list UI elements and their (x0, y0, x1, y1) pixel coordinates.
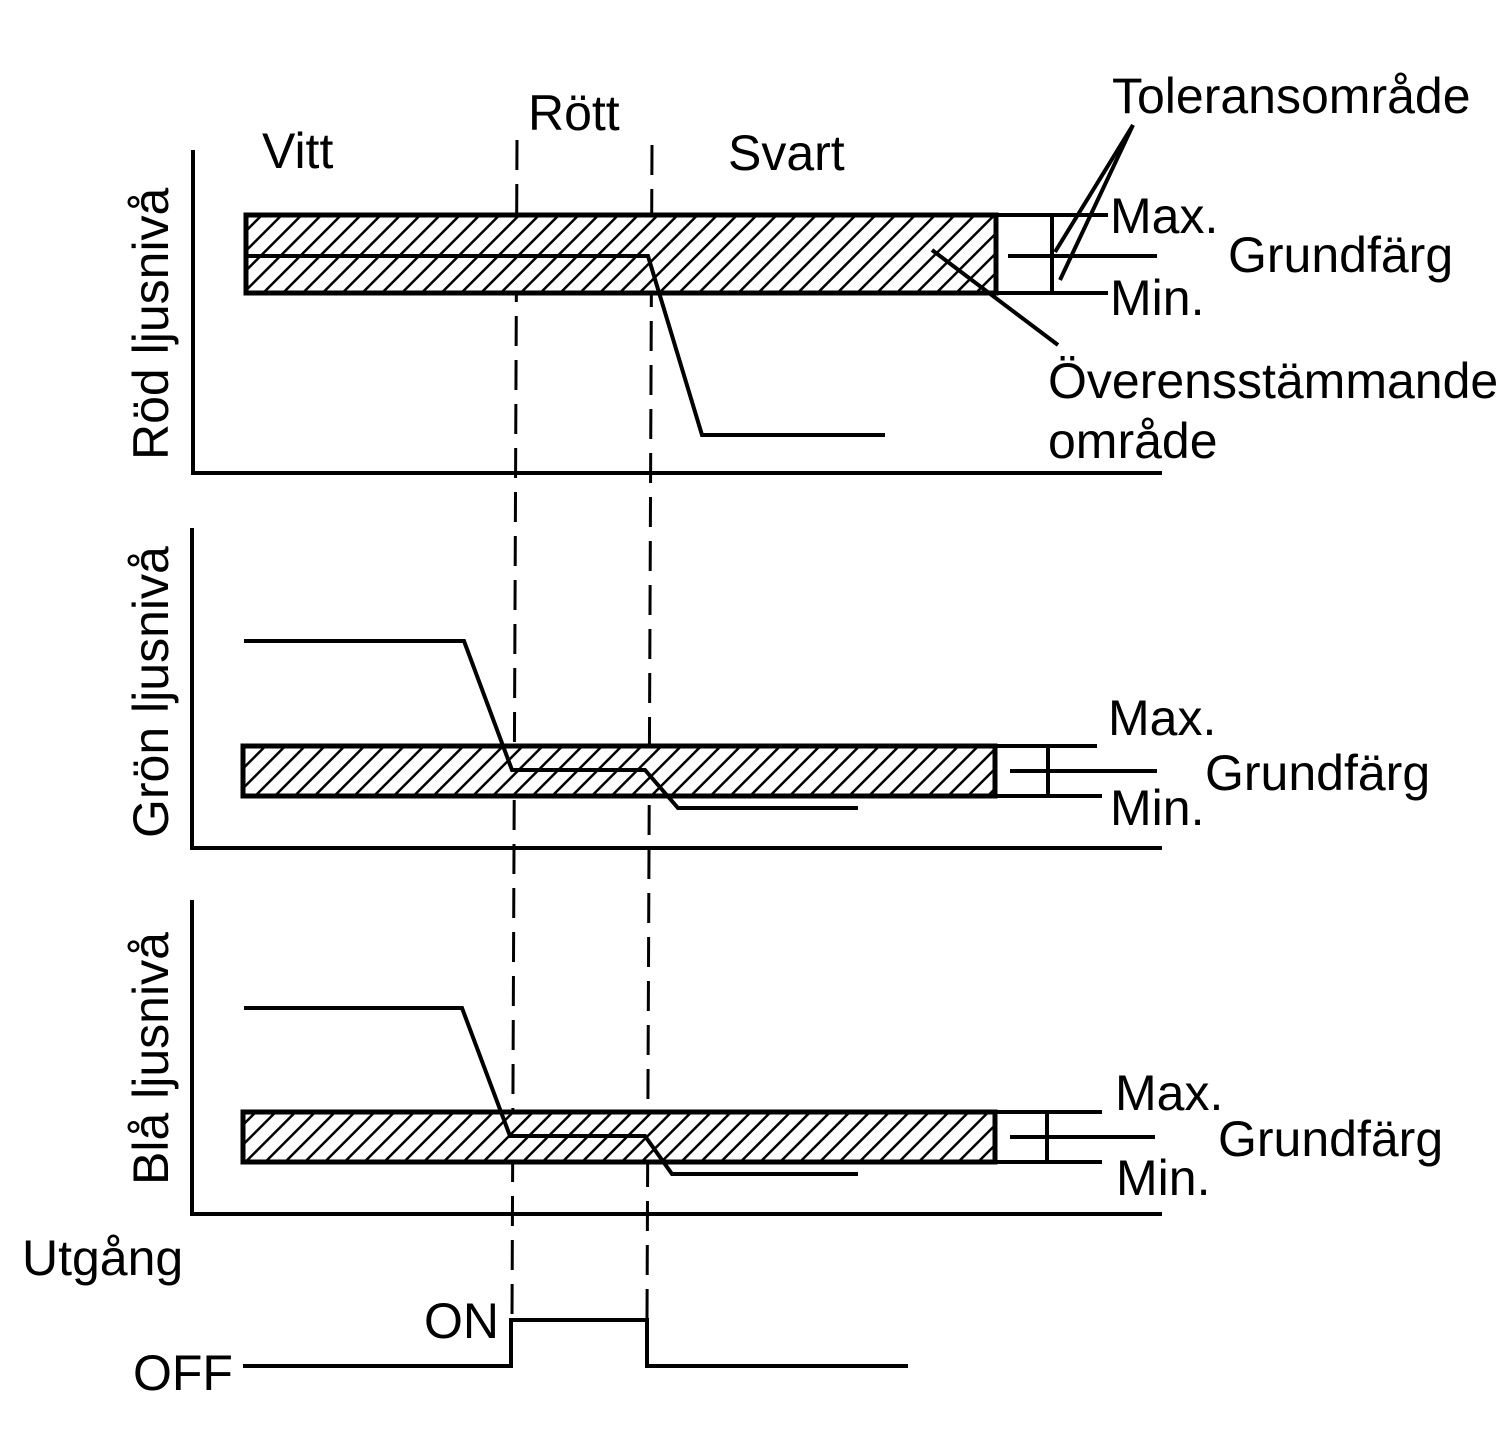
match-area-label-1: Överensstämmande (1048, 353, 1498, 409)
zone-label-red: Rött (528, 85, 620, 141)
output-off-label: OFF (133, 1345, 233, 1401)
signal-blue (244, 1006, 858, 1176)
max-label-green: Max. (1108, 690, 1216, 746)
axis-green (190, 528, 1162, 850)
max-label-blue: Max. (1115, 1065, 1223, 1121)
zone-label-white: Vitt (262, 123, 333, 179)
output-label: Utgång (22, 1230, 183, 1286)
axis-blue (190, 900, 1162, 1216)
min-label-blue: Min. (1116, 1150, 1210, 1206)
axis-label-blue: Blå ljusnivå (123, 932, 179, 1185)
max-label-red: Max. (1110, 188, 1218, 244)
axis-red (191, 150, 1162, 475)
base-color-label-blue: Grundfärg (1218, 1111, 1443, 1167)
base-color-label-green: Grundfärg (1205, 745, 1430, 801)
tolerance-pointer-1 (1053, 123, 1135, 254)
signal-green (244, 639, 858, 810)
axis-label-red: Röd ljusnivå (123, 187, 179, 460)
min-label-red: Min. (1110, 270, 1204, 326)
output-on-label: ON (424, 1293, 499, 1349)
tolerance-pointer-2 (1058, 124, 1135, 281)
match-area-label-2: område (1048, 413, 1218, 469)
match-area-pointer (930, 248, 1060, 347)
base-color-label-red: Grundfärg (1228, 227, 1453, 283)
tolerance-label: Toleransområde (1112, 68, 1471, 124)
min-label-green: Min. (1110, 780, 1204, 836)
axis-label-green: Grön ljusnivå (123, 546, 179, 838)
output-signal (243, 1318, 908, 1368)
zone-label-black: Svart (728, 125, 845, 181)
signal-red (246, 254, 885, 437)
